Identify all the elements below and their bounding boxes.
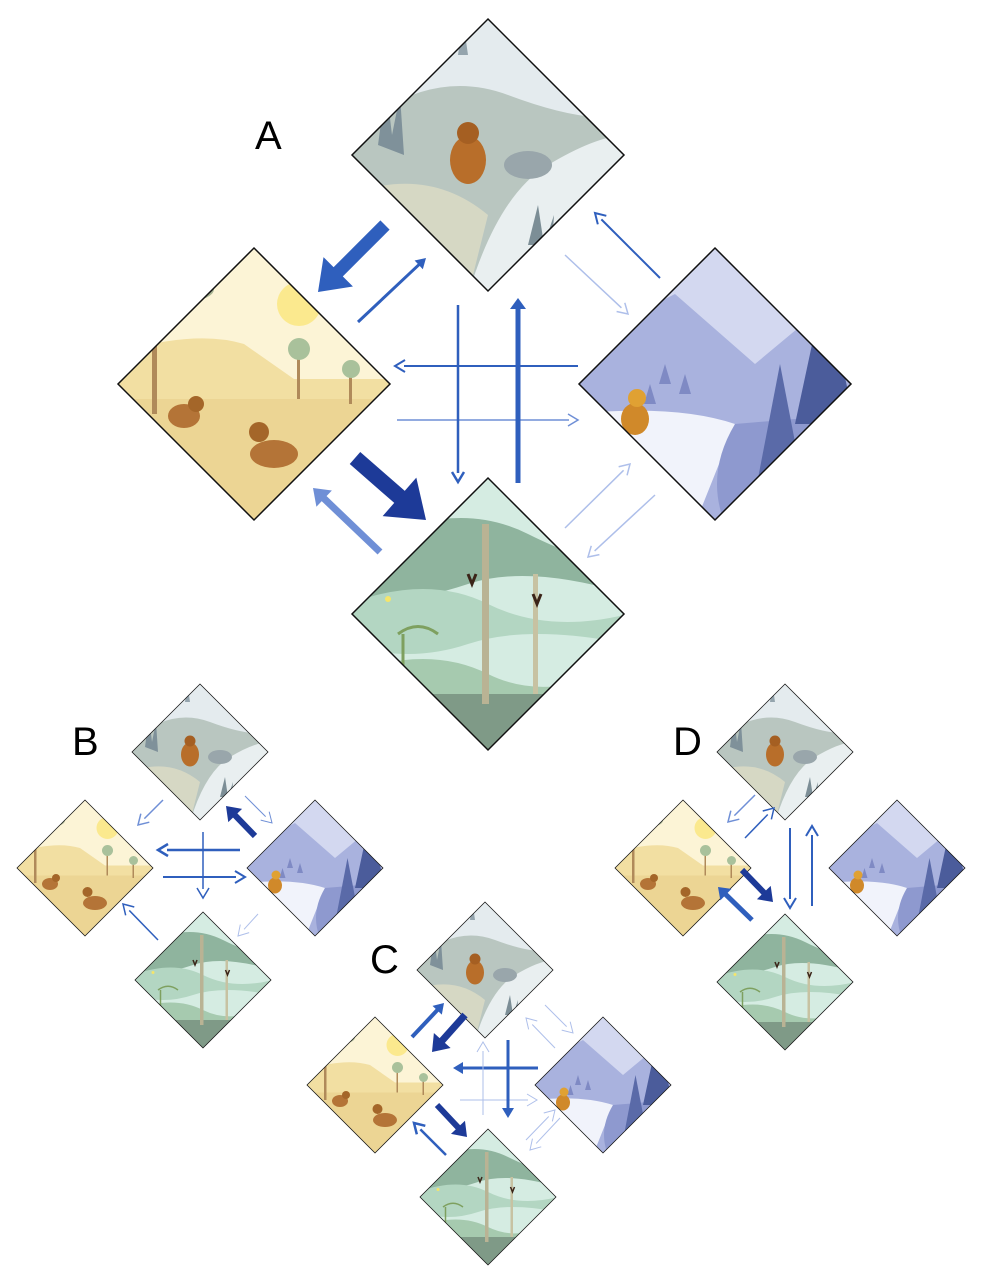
panel-d-highland-tile [715, 682, 855, 822]
panel-b-highland-tile [130, 682, 270, 822]
panel-c-arrow-savanna-to-forest [434, 1102, 467, 1137]
panel-b-forest-tile [133, 910, 273, 1050]
panel-d-arrow-forest-to-savanna [718, 887, 754, 922]
panel-label-a: A [255, 114, 282, 158]
panel-a-arrow-highland-to-snow [564, 254, 630, 315]
panel-b-arrow-savanna-to-snow [163, 870, 247, 884]
panel-a-arrow-savanna-to-snow [397, 413, 580, 427]
panel-b-arrow-snow-to-highland [226, 806, 258, 839]
panel-a-arrow-forest-to-snow [564, 462, 632, 529]
panel-c-arrow-snow-to-savanna [453, 1062, 538, 1074]
panel-label-d: D [673, 720, 702, 764]
panel-b-snow-tile [245, 798, 385, 938]
panel-c-arrow-forest-to-snow [525, 1109, 556, 1141]
panel-a-arrow-snow-to-highland [593, 211, 661, 279]
panel-c-snow-tile [533, 1015, 673, 1155]
panel-c-arrow-forest-to-highland [476, 1041, 490, 1115]
panel-a-arrow-highland-to-savanna [318, 220, 390, 292]
panel-a-arrow-savanna-to-highland [356, 258, 426, 324]
panel-c-arrow-highland-to-savanna [432, 1012, 468, 1052]
panel-d-snow-tile [827, 798, 967, 938]
panel-b-arrow-highland-to-snow [244, 795, 273, 824]
panel-d-arrow-highland-to-savanna [726, 794, 756, 824]
panel-a-snow-tile [575, 244, 855, 524]
panel-label-c: C [370, 938, 399, 982]
panel-b-arrow-snow-to-forest [237, 913, 259, 937]
panel-c-arrow-savanna-to-snow [460, 1093, 538, 1107]
panel-c-arrow-savanna-to-highland [410, 1003, 444, 1039]
panel-a-highland-tile [348, 15, 628, 295]
panel-d-arrow-highland-to-forest [783, 828, 797, 910]
panel-b-savanna-tile [15, 798, 155, 938]
panel-d-savanna-tile [613, 798, 753, 938]
panel-c-arrow-highland-to-forest [502, 1040, 514, 1118]
panel-a-arrow-savanna-to-forest [349, 451, 426, 520]
panel-b-arrow-highland-to-savanna [136, 799, 164, 827]
panel-d-forest-tile [715, 912, 855, 1052]
panel-c-arrow-snow-to-highland [525, 1017, 556, 1049]
panel-c-highland-tile [415, 900, 555, 1040]
panel-a-arrow-forest-to-savanna [313, 488, 383, 555]
panel-d-arrow-savanna-to-forest [739, 867, 773, 902]
panel-c-arrow-forest-to-savanna [412, 1121, 447, 1156]
panel-c-arrow-highland-to-snow [544, 1004, 574, 1034]
panel-c-arrow-snow-to-forest [529, 1117, 561, 1151]
panel-d-arrow-savanna-to-highland [744, 806, 776, 839]
panel-d-arrow-forest-to-highland [805, 824, 819, 906]
panel-b-arrow-snow-to-savanna [155, 842, 240, 858]
panel-b-arrow-highland-to-forest [196, 832, 210, 900]
panel-a-arrow-snow-to-forest [586, 494, 656, 558]
panel-a-arrow-snow-to-savanna [393, 359, 578, 373]
panel-b-arrow-forest-to-savanna [121, 902, 159, 941]
panel-a-arrow-forest-to-highland [510, 298, 526, 483]
panel-label-b: B [72, 720, 99, 764]
panel-a-arrow-highland-to-forest [450, 305, 466, 485]
